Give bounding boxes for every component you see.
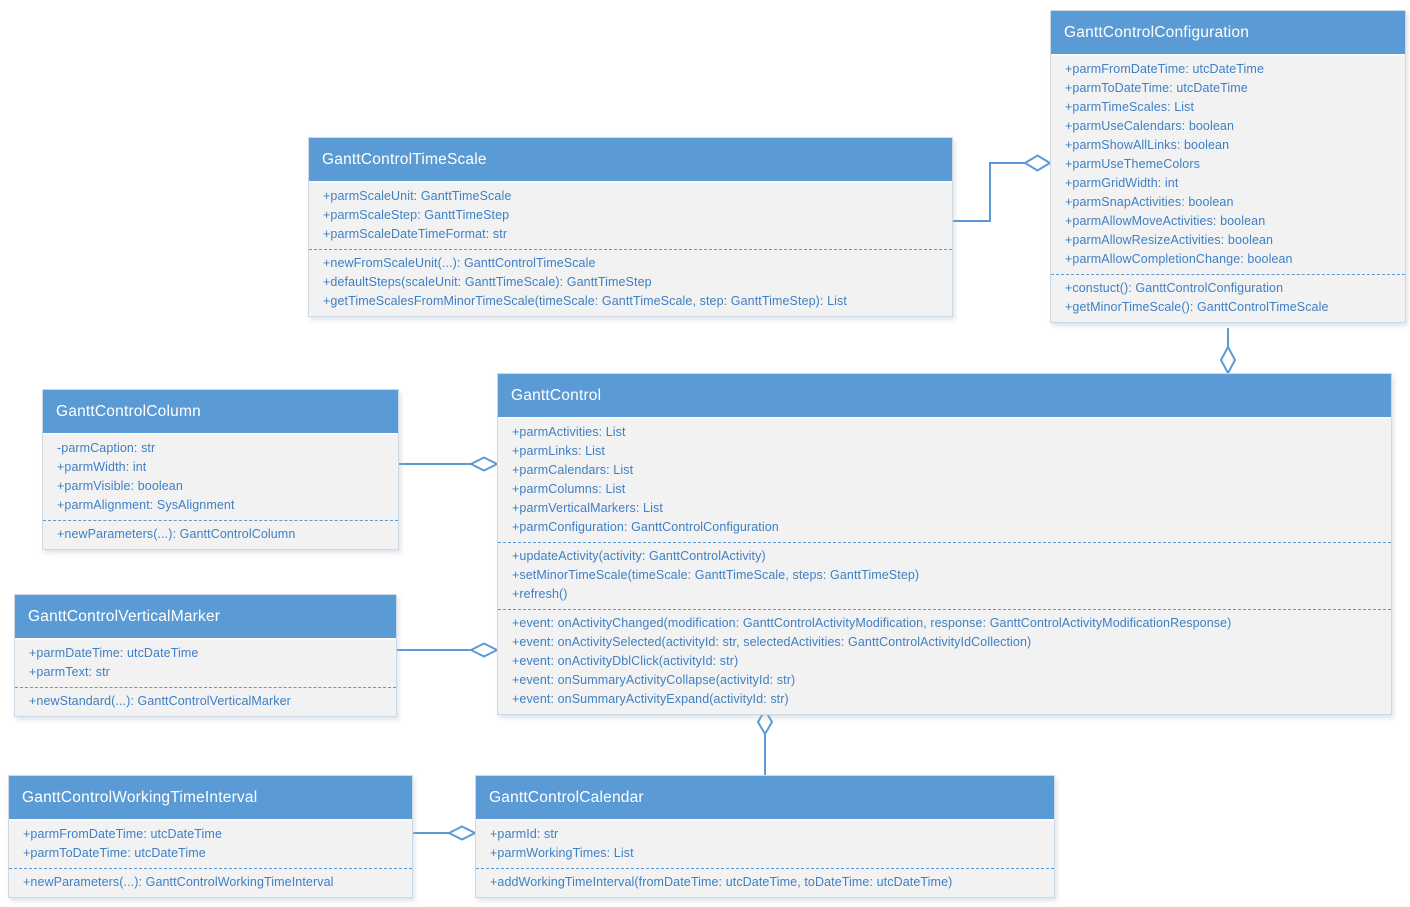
member-line: +newParameters(...): GanttControlColumn [57,527,296,541]
member-line: +parmShowAllLinks: boolean [1065,138,1230,152]
attributes-section: +parmFromDateTime: utcDateTime +parmToDat… [1051,56,1405,274]
methods-section: +constuct(): GanttControlConfiguration +g… [1051,274,1405,322]
attributes-section: +parmActivities: List +parmLinks: List +pa… [498,419,1391,542]
attributes-section: +parmScaleUnit: GanttTimeScale +parmScale… [309,183,952,249]
class-title: GanttControlVerticalMarker [15,595,396,640]
member-line: +parmVerticalMarkers: List [512,501,663,515]
class-box-gantt-control-column: GanttControlColumn -parmCaption: str +par… [42,389,399,550]
methods-section: +updateActivity(activity: GanttControlAc… [498,542,1391,609]
member-line: +event: onSummaryActivityCollapse(activi… [512,673,796,687]
attributes-section: -parmCaption: str +parmWidth: int +parmVis… [43,435,398,520]
member-line: +setMinorTimeScale(timeScale: GanttTimeS… [512,568,920,582]
member-line: +parmScaleUnit: GanttTimeScale [323,189,512,203]
member-line: +parmAlignment: SysAlignment [57,498,235,512]
member-line: +parmToDateTime: utcDateTime [1065,81,1248,95]
class-box-gantt-control-configuration: GanttControlConfiguration +parmFromDateT… [1050,10,1406,323]
class-title: GanttControl [498,374,1391,419]
member-line: +parmAllowCompletionChange: boolean [1065,252,1293,266]
member-line: +parmSnapActivities: boolean [1065,195,1234,209]
member-line: +parmCalendars: List [512,463,634,477]
aggregation-diamond-configuration [1023,154,1052,172]
member-line: +parmGridWidth: int [1065,176,1179,190]
member-line: +parmConfiguration: GanttControlConfigur… [512,520,779,534]
member-line: +parmUseCalendars: boolean [1065,119,1235,133]
class-title: GanttControlColumn [43,390,398,435]
class-box-gantt-control-working-time-interval: GanttControlWorkingTimeInterval +parmFro… [8,775,413,898]
class-title: GanttControlWorkingTimeInterval [9,776,412,821]
class-title: GanttControlCalendar [476,776,1054,821]
class-box-gantt-control: GanttControl +parmActivities: List +parmL… [497,373,1392,715]
member-line: +defaultSteps(scaleUnit: GanttTimeScale)… [323,275,652,289]
member-line: -parmCaption: str [57,441,156,455]
member-line: +getMinorTimeScale(): GanttControlTimeSc… [1065,300,1329,314]
member-line: +parmLinks: List [512,444,605,458]
attributes-section: +parmDateTime: utcDateTime +parmText: str [15,640,396,687]
methods-section: +newFromScaleUnit(...): GanttControlTime… [309,249,952,316]
member-line: +parmScaleStep: GanttTimeStep [323,208,510,222]
member-line: +parmScaleDateTimeFormat: str [323,227,508,241]
member-line: +updateActivity(activity: GanttControlAc… [512,549,766,563]
member-line: +parmText: str [29,665,110,679]
member-line: +event: onActivityDblClick(activityId: s… [512,654,739,668]
class-box-gantt-control-calendar: GanttControlCalendar +parmId: str +parmWo… [475,775,1055,898]
member-line: +parmTimeScales: List [1065,100,1195,114]
methods-section: +newParameters(...): GanttControlColumn [43,520,398,549]
member-line: +parmAllowMoveActivities: boolean [1065,214,1266,228]
class-box-gantt-control-time-scale: GanttControlTimeScale +parmScaleUnit: Ga… [308,137,953,317]
member-line: +newStandard(...): GanttControlVerticalM… [29,694,291,708]
member-line: +event: onActivitySelected(activityId: s… [512,635,1032,649]
member-line: +parmDateTime: utcDateTime [29,646,199,660]
member-line: +refresh() [512,587,568,601]
member-line: +parmColumns: List [512,482,626,496]
member-line: +parmWidth: int [57,460,147,474]
member-line: +parmVisible: boolean [57,479,183,493]
member-line: +newFromScaleUnit(...): GanttControlTime… [323,256,596,270]
aggregation-diamond-ganttcontrol-left-upper [468,456,500,472]
aggregation-diamond-ganttcontrol-top [1219,344,1237,376]
aggregation-diamond-ganttcontrol-bottom [756,708,774,736]
member-line: +parmUseThemeColors [1065,157,1200,171]
member-line: +getTimeScalesFromMinorTimeScale(timeSca… [323,294,847,308]
attributes-section: +parmId: str +parmWorkingTimes: List [476,821,1054,868]
methods-section: +addWorkingTimeInterval(fromDateTime: ut… [476,868,1054,897]
member-line: +parmId: str [490,827,559,841]
member-line: +parmFromDateTime: utcDateTime [1065,62,1264,76]
aggregation-diamond-calendar-left [446,825,478,841]
member-line: +parmFromDateTime: utcDateTime [23,827,222,841]
member-line: +newParameters(...): GanttControlWorking… [23,875,334,889]
class-box-gantt-control-vertical-marker: GanttControlVerticalMarker +parmDateTime… [14,594,397,717]
attributes-section: +parmFromDateTime: utcDateTime +parmToDat… [9,821,412,868]
member-line: +addWorkingTimeInterval(fromDateTime: ut… [490,875,953,889]
class-title: GanttControlConfiguration [1051,11,1405,56]
member-line: +parmWorkingTimes: List [490,846,634,860]
aggregation-line-timescale-configuration [953,162,1025,222]
class-title: GanttControlTimeScale [309,138,952,183]
member-line: +parmActivities: List [512,425,626,439]
aggregation-diamond-ganttcontrol-left-lower [468,642,500,658]
member-line: +parmAllowResizeActivities: boolean [1065,233,1274,247]
member-line: +event: onSummaryActivityExpand(activity… [512,692,789,706]
member-line: +parmToDateTime: utcDateTime [23,846,206,860]
member-line: +event: onActivityChanged(modification: … [512,616,1232,630]
events-section: +event: onActivityChanged(modification: … [498,609,1391,714]
methods-section: +newParameters(...): GanttControlWorking… [9,868,412,897]
methods-section: +newStandard(...): GanttControlVerticalM… [15,687,396,716]
member-line: +constuct(): GanttControlConfiguration [1065,281,1284,295]
